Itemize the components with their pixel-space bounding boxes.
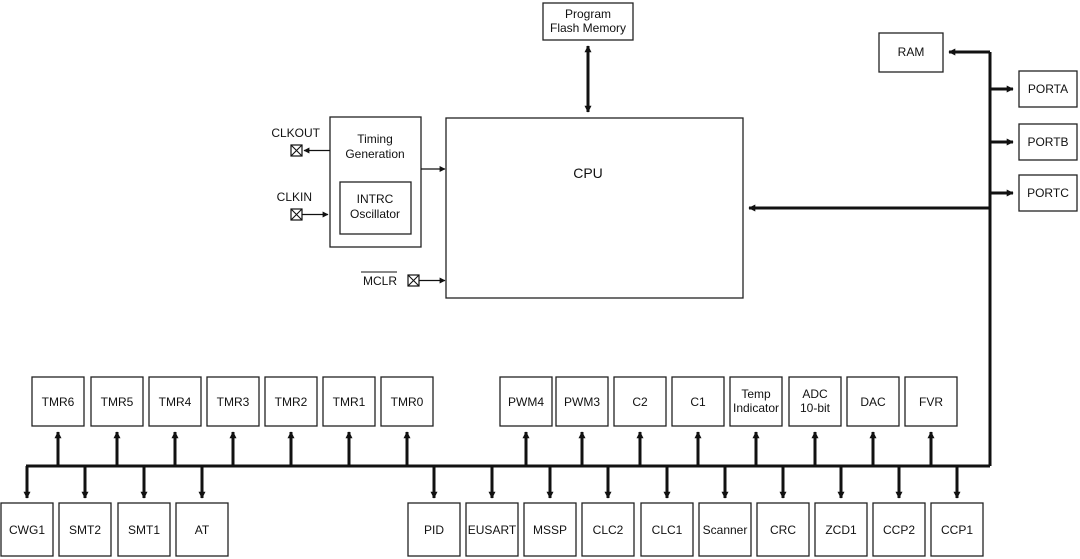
- flash-label-line1: Program: [565, 7, 611, 21]
- clkin-pin: CLKIN: [277, 190, 329, 221]
- peripheral-label: PID: [424, 523, 444, 537]
- port-porta: PORTA: [990, 70, 1078, 108]
- peripheral-pid: PID: [407, 466, 461, 557]
- peripheral-eusart: EUSART: [465, 466, 519, 557]
- peripheral-smt1: SMT1: [117, 466, 171, 557]
- intrc-label-line1: INTRC: [357, 192, 394, 206]
- flash-memory-block: Program Flash Memory: [542, 2, 634, 41]
- port-label: PORTC: [1027, 186, 1069, 200]
- flash-label-line2: Flash Memory: [550, 21, 626, 35]
- peripheral-label: CCP1: [941, 523, 973, 537]
- peripheral-fvr: FVR: [904, 376, 958, 466]
- timing-label-line2: Generation: [345, 147, 404, 161]
- timing-label-line1: Timing: [357, 132, 393, 146]
- peripheral-tmr5: TMR5: [90, 376, 144, 466]
- peripheral-label: TMR6: [42, 395, 75, 409]
- cpu-block: CPU: [445, 117, 744, 299]
- port-portb: PORTB: [990, 123, 1078, 161]
- peripheral-label: C2: [632, 395, 648, 409]
- peripheral-tmr1: TMR1: [322, 376, 376, 466]
- peripheral-label: CRC: [770, 523, 796, 537]
- clkout-pin: CLKOUT: [271, 126, 330, 157]
- peripheral-tmr4: TMR4: [148, 376, 202, 466]
- peripheral-label: MSSP: [533, 523, 567, 537]
- peripheral-clc2: CLC2: [581, 466, 635, 557]
- peripheral-label: TMR3: [217, 395, 250, 409]
- peripheral-label: CLC2: [593, 523, 624, 537]
- peripheral-scanner: Scanner: [698, 466, 752, 557]
- peripheral-label: TMR1: [333, 395, 366, 409]
- peripheral-cwg1: CWG1: [0, 466, 54, 557]
- peripheral-tmr2: TMR2: [264, 376, 318, 466]
- peripheral-label: CCP2: [883, 523, 915, 537]
- peripheral-label: SMT1: [128, 523, 160, 537]
- peripheral-label: FVR: [919, 395, 943, 409]
- peripheral-label-line2: Indicator: [733, 401, 779, 415]
- peripheral-label: SMT2: [69, 523, 101, 537]
- peripheral-label: CLC1: [652, 523, 683, 537]
- peripheral-dac: DAC: [846, 376, 900, 466]
- peripheral-label: TMR5: [101, 395, 134, 409]
- peripheral-label: EUSART: [468, 523, 517, 537]
- peripheral-pwm3: PWM3: [555, 376, 609, 466]
- port-blocks: PORTA PORTB PORTC: [990, 70, 1078, 212]
- port-label: PORTB: [1027, 135, 1068, 149]
- peripheral-label: TMR2: [275, 395, 308, 409]
- peripheral-tmr0: TMR0: [380, 376, 434, 466]
- peripheral-label: C1: [690, 395, 706, 409]
- port-label: PORTA: [1028, 82, 1068, 96]
- peripheral-label: ZCD1: [825, 523, 857, 537]
- peripheral-crc: CRC: [756, 466, 810, 557]
- port-portc: PORTC: [990, 174, 1078, 212]
- timing-generation-block: Timing Generation INTRC Oscillator: [329, 116, 422, 248]
- clkin-label: CLKIN: [277, 190, 312, 204]
- peripheral-label: DAC: [860, 395, 886, 409]
- peripheral-label-line1: Temp: [741, 387, 771, 401]
- clkout-label: CLKOUT: [271, 126, 320, 140]
- peripheral-mssp: MSSP: [523, 466, 577, 557]
- peripheral-label: TMR4: [159, 395, 192, 409]
- peripheral-pwm4: PWM4: [499, 376, 553, 466]
- peripheral-label: PWM4: [508, 395, 544, 409]
- peripheral-smt2: SMT2: [58, 466, 112, 557]
- ram-label: RAM: [898, 45, 925, 59]
- peripheral-zcd1: ZCD1: [814, 466, 868, 557]
- peripheral-label: Scanner: [703, 523, 748, 537]
- peripheral-label-line1: ADC: [802, 387, 828, 401]
- peripheral-ccp1: CCP1: [930, 466, 984, 557]
- peripheral-ccp2: CCP2: [872, 466, 926, 557]
- peripheral-clc1: CLC1: [640, 466, 694, 557]
- peripheral-c2: C2: [613, 376, 667, 466]
- mclr-label: MCLR: [363, 274, 397, 288]
- peripheral-label-line2: 10-bit: [800, 401, 831, 415]
- peripheral-label: AT: [195, 523, 210, 537]
- peripheral-label: CWG1: [9, 523, 45, 537]
- peripheral-label: TMR0: [391, 395, 424, 409]
- peripheral-at: AT: [175, 466, 229, 557]
- peripheral-tmr6: TMR6: [31, 376, 85, 466]
- peripheral-label: PWM3: [564, 395, 600, 409]
- intrc-label-line2: Oscillator: [350, 207, 400, 221]
- peripheral-tmr3: TMR3: [206, 376, 260, 466]
- bottom-peripheral-row: CWG1 SMT2 SMT1 AT PID EUSART MSSP CLC2 CLC1 Scann…: [0, 466, 984, 557]
- peripheral-c1: C1: [671, 376, 725, 466]
- mclr-pin: MCLR: [361, 271, 446, 288]
- cpu-label: CPU: [573, 165, 603, 181]
- top-peripheral-row: TMR6 TMR5 TMR4 TMR3 TMR2 TMR1 TMR0 PWM4 PWM3 C2 C1…: [31, 376, 958, 466]
- ram-block: RAM: [878, 32, 944, 73]
